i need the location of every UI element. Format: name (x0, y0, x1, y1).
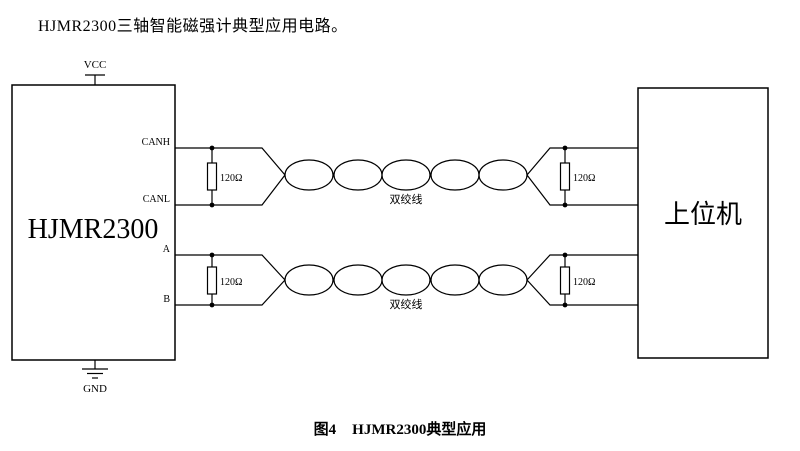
twist-loop (381, 264, 431, 296)
resistor-body (559, 266, 571, 295)
vcc-symbol: VCC (84, 59, 107, 85)
figure-caption: 图4 HJMR2300典型应用 (0, 418, 800, 439)
resistor-body (559, 162, 571, 191)
resistor-body (206, 162, 218, 191)
figure-caption-text: HJMR2300典型应用 (352, 422, 487, 438)
twist-loop (430, 264, 480, 296)
pin-label-canl: CANL (143, 194, 170, 205)
junction-dot (209, 252, 215, 258)
junction-dot (209, 202, 215, 208)
resistor-value-label: 120Ω (220, 277, 242, 288)
figure-number: 图4 (313, 422, 337, 438)
gnd-label: GND (83, 383, 107, 395)
wire-canh (175, 147, 286, 176)
wire-canh-right (526, 147, 638, 176)
termination-resistor-can-left: 120Ω (206, 145, 242, 208)
wire-canl (175, 174, 286, 206)
pin-label-canh: CANH (142, 137, 170, 148)
twisted-pair-ab: 双绞线 (284, 264, 528, 311)
twist-loop (381, 159, 431, 191)
twisted-pair-label-can: 双绞线 (390, 192, 423, 206)
gnd-symbol: GND (82, 360, 108, 395)
host-label: 上位机 (664, 200, 742, 229)
termination-resistor-can-right: 120Ω (559, 145, 595, 208)
vcc-label: VCC (84, 59, 107, 71)
junction-dot (209, 145, 215, 151)
wire-b-right (526, 279, 638, 306)
twist-loop (478, 159, 528, 191)
junction-dot (562, 252, 568, 258)
termination-resistor-ab-left: 120Ω (206, 252, 242, 308)
twisted-pair-label-ab: 双绞线 (390, 297, 423, 311)
chip-box (11, 84, 176, 361)
resistor-value-label: 120Ω (220, 173, 242, 184)
wire-b (175, 279, 286, 306)
diagram-title: HJMR2300三轴智能磁强计典型应用电路。 (38, 18, 348, 35)
junction-dot (562, 302, 568, 308)
pin-label-b: B (163, 294, 170, 305)
twist-loop (333, 264, 383, 296)
termination-resistor-ab-right: 120Ω (559, 252, 595, 308)
resistor-value-label: 120Ω (573, 173, 595, 184)
host-block: 上位机 (637, 87, 769, 359)
twist-loop (284, 264, 334, 296)
wire-canl-right (526, 174, 638, 206)
ab-bus-wires (175, 254, 638, 306)
wire-a-right (526, 254, 638, 281)
twisted-pair-can: 双绞线 (284, 159, 528, 206)
can-bus-wires (175, 147, 638, 206)
wire-a (175, 254, 286, 281)
chip-label: HJMR2300 (28, 214, 159, 245)
twist-loop (284, 159, 334, 191)
twist-loop (333, 159, 383, 191)
resistor-value-label: 120Ω (573, 277, 595, 288)
pin-label-a: A (163, 244, 171, 255)
junction-dot (562, 145, 568, 151)
twist-loop (478, 264, 528, 296)
twist-loop (430, 159, 480, 191)
junction-dot (562, 202, 568, 208)
resistor-body (206, 266, 218, 295)
host-box (637, 87, 769, 359)
chip-block: HJMR2300 CANH CANL A B (11, 84, 176, 361)
junction-dot (209, 302, 215, 308)
